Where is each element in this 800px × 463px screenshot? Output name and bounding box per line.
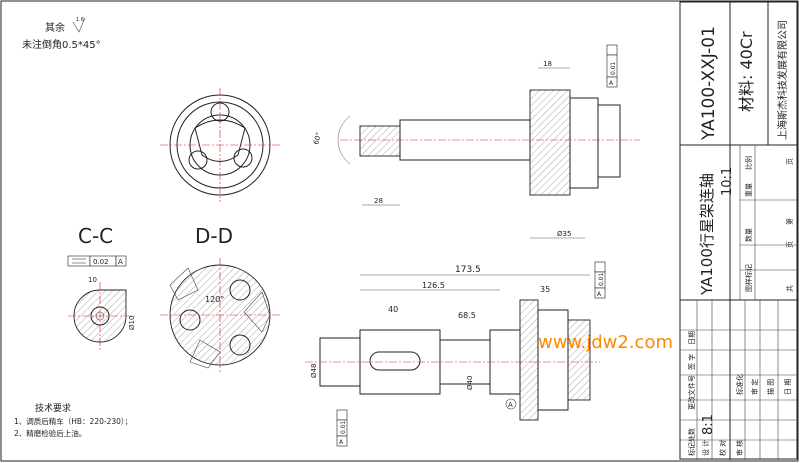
front-gt-right-value: 0.01 [598, 272, 605, 286]
roughness-value: 1.6 [76, 17, 84, 23]
col-ratio: 比例 [744, 156, 753, 170]
top-dim-bottom: Ø35 [557, 230, 571, 238]
part-name: YA100行星架连轴 [698, 173, 716, 296]
datum-circle [505, 398, 517, 410]
total-prefix: 共 [785, 285, 794, 292]
role2: 审 定 [750, 379, 759, 395]
front-dim-68: 68.5 [458, 311, 476, 320]
scale-a: 8:1 [701, 414, 716, 435]
section-c-label: C-C [78, 224, 113, 248]
datum-label: A [508, 401, 513, 409]
page-word: 页 [786, 241, 794, 248]
gt-flat-ref: A [118, 258, 123, 266]
tech-title: 技术要求 [35, 402, 71, 414]
chamfer-note: 未注倒角0.5*45° [22, 38, 101, 51]
col-qty: 数量 [744, 228, 753, 242]
role2: 日 期 [784, 379, 792, 395]
title-block: YA100-XXJ-01 材料: 40Cr 上海斯杰科技发展有限公司 YA100… [679, 1, 798, 460]
row-sign: 签 字 [687, 354, 696, 370]
section-d-label: D-D [195, 224, 233, 248]
scale-b: 10:1 [720, 167, 735, 196]
row-date: 日期 [688, 331, 696, 345]
front-dim-dia-left: Ø48 [310, 364, 318, 378]
row-doc: 更改文件号 [687, 375, 696, 410]
d-angle-120: 120° [205, 295, 224, 304]
col-stage: 图样标记 [744, 264, 753, 292]
front-gt-left-ref: A [339, 439, 344, 446]
c-dim-right: Ø10 [128, 316, 136, 330]
watermark: www.jdw2.com [538, 332, 673, 353]
section-c-view: 0.02 A 10 Ø10 [67, 255, 136, 350]
front-dim-35: 35 [540, 285, 550, 294]
row-mark: 标记处数 [687, 428, 696, 456]
top-gt-ref: A [609, 80, 614, 87]
top-dim-top: 18 [543, 60, 552, 68]
sheet-prefix: 第 [785, 218, 794, 225]
role2: 标准化 [735, 374, 744, 395]
c-dim-left: 10 [88, 276, 97, 284]
front-dim-dia-mid: Ø40 [466, 376, 474, 390]
role: 校 对 [718, 440, 727, 456]
top-gt-value: 0.01 [610, 61, 617, 75]
flange-end-view [160, 88, 280, 202]
role: 设 计 [701, 440, 710, 456]
role2: 描 图 [766, 379, 775, 395]
gt-flat-value: 0.02 [93, 258, 109, 266]
tech-item: 2、精磨检验后上油。 [14, 428, 86, 438]
front-view: 173.5 126.5 40 68.5 35 Ø48 Ø40 A 0.01 A … [305, 261, 606, 447]
gt-symbol-box [67, 255, 91, 267]
section-d-view: 120° [160, 258, 282, 372]
surface-roughness-note: 其余 1.6 未注倒角0.5*45° [22, 17, 101, 51]
keyway [369, 351, 421, 371]
technical-requirements: 技术要求 1、调质后精车（HB：220-230）； 2、精磨检验后上油。 [14, 402, 132, 438]
bolt-hole [188, 150, 208, 170]
front-dim-overall: 173.5 [455, 265, 481, 275]
top-angle-60: 60° [312, 131, 323, 145]
page-word: 页 [786, 158, 794, 165]
tech-item: 1、调质后精车（HB：220-230）； [14, 416, 132, 426]
roughness-prefix: 其余 [45, 21, 65, 34]
front-gt-right-ref: A [597, 291, 602, 298]
bolt-hole [233, 148, 253, 168]
material: 材料: 40Cr [737, 31, 756, 112]
front-gt-left-value: 0.01 [340, 420, 347, 434]
company-name: 上海斯杰科技发展有限公司 [776, 20, 789, 140]
drawing-number: YA100-XXJ-01 [699, 26, 719, 141]
role: 审 核 [735, 440, 744, 456]
col-weight: 重量 [745, 183, 753, 197]
top-sectional-view: 60° 28 Ø35 18 0.01 A [312, 44, 640, 239]
top-dim-28: 28 [374, 197, 383, 205]
roughness-symbol-icon [72, 17, 86, 33]
front-dim-40: 40 [388, 305, 398, 314]
front-dim-126: 126.5 [422, 281, 445, 290]
